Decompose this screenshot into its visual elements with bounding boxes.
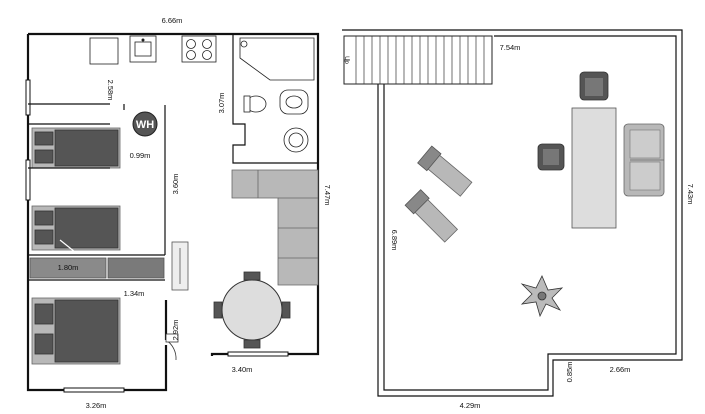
dim-top-width: 6.66m bbox=[162, 16, 183, 25]
bed-cover bbox=[54, 207, 119, 249]
sun-lounger bbox=[417, 145, 473, 197]
pillow bbox=[34, 131, 54, 146]
sofa bbox=[231, 169, 319, 286]
bed-cover bbox=[54, 299, 119, 363]
chair bbox=[213, 301, 223, 319]
staircase bbox=[343, 35, 493, 85]
door-swing bbox=[165, 339, 177, 361]
door-swing bbox=[59, 239, 76, 253]
chair bbox=[243, 339, 261, 349]
refrigerator bbox=[89, 37, 119, 65]
terrace-parapet bbox=[342, 29, 683, 397]
pillow bbox=[34, 333, 54, 355]
dim-closet-width: 1.80m bbox=[58, 263, 79, 272]
dim-kitchen-depth: 2.58m bbox=[106, 80, 115, 101]
sink-basin bbox=[134, 41, 152, 57]
dim-roof-top: 7.54m bbox=[500, 43, 521, 52]
faucet bbox=[141, 38, 145, 42]
stair-up-label: Up bbox=[343, 56, 349, 64]
burner bbox=[186, 39, 196, 49]
dim-bath-depth: 3.07m bbox=[217, 93, 226, 114]
cooktop bbox=[181, 35, 217, 63]
ground-floor-plan: WH bbox=[25, 16, 332, 410]
burner bbox=[202, 50, 212, 60]
pillow bbox=[34, 149, 54, 164]
dim-roof-bottom-right: 2.66m bbox=[610, 365, 631, 374]
armchair-seat bbox=[543, 149, 559, 165]
closet bbox=[29, 257, 107, 279]
armchair-seat bbox=[585, 78, 603, 96]
shower bbox=[239, 37, 315, 81]
burner bbox=[186, 50, 196, 60]
bathroom-basin bbox=[288, 132, 304, 148]
terrace-table bbox=[571, 107, 617, 229]
closet bbox=[107, 257, 165, 279]
exterior-wall-bottom-left bbox=[124, 345, 168, 392]
exterior-wall-bottom-right bbox=[210, 352, 228, 356]
potted-plant-icon bbox=[520, 275, 564, 318]
pillow bbox=[34, 303, 54, 325]
water-heater-icon bbox=[132, 111, 158, 137]
dim-roof-right: 7.43m bbox=[686, 184, 695, 205]
dim-roof-notch: 0.85m bbox=[565, 362, 574, 383]
bidet-basin bbox=[285, 95, 303, 109]
chair bbox=[281, 301, 291, 319]
window bbox=[25, 79, 31, 116]
window bbox=[63, 387, 125, 393]
dim-right-depth: 7.47m bbox=[323, 185, 332, 206]
pillow bbox=[34, 229, 54, 245]
dim-roof-left: 6.89m bbox=[390, 230, 399, 251]
sofa-cushion bbox=[629, 161, 661, 191]
terrace-parapet-inner bbox=[383, 35, 677, 391]
toilet-tank bbox=[243, 95, 251, 113]
burner bbox=[202, 39, 212, 49]
dim-hall-length: 3.60m bbox=[171, 174, 180, 195]
dim-roof-bottom: 4.29m bbox=[460, 401, 481, 410]
sofa-cushion bbox=[629, 129, 661, 159]
bathroom-wall bbox=[232, 34, 318, 164]
pillow bbox=[34, 210, 54, 226]
chair bbox=[243, 271, 261, 281]
dim-wh-gap: 0.99m bbox=[130, 151, 151, 160]
shower-drain bbox=[240, 40, 248, 48]
exterior-wall-left bbox=[26, 34, 64, 392]
sun-lounger bbox=[404, 189, 459, 243]
bed-cover bbox=[54, 129, 119, 167]
dim-bottom-right: 3.40m bbox=[232, 365, 253, 374]
dim-bottom-left: 3.26m bbox=[86, 401, 107, 410]
door bbox=[165, 333, 179, 343]
dining-table bbox=[221, 279, 283, 341]
water-heater-label: WH bbox=[136, 119, 154, 131]
dim-door-depth: 2.92m bbox=[171, 320, 180, 341]
roof-terrace-plan: Up 7.54m 6.89m 7.43m 2.66m 0.85m bbox=[342, 29, 695, 410]
dim-bedroom3-width: 1.34m bbox=[124, 289, 145, 298]
window bbox=[227, 351, 289, 357]
stair-treads bbox=[355, 36, 485, 84]
window bbox=[25, 159, 31, 201]
